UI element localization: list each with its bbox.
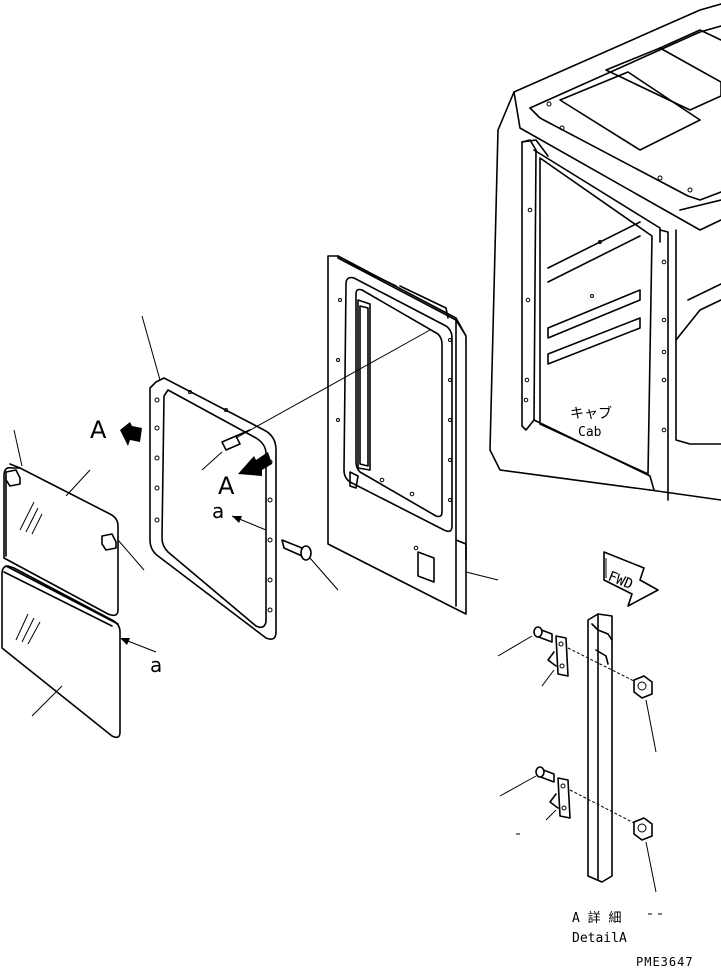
arrow-a-label-2: a bbox=[150, 653, 162, 677]
detail-a-rail bbox=[587, 613, 613, 883]
door-panel bbox=[327, 255, 467, 615]
pin-leader-line bbox=[309, 557, 339, 591]
view-a-label-top: A bbox=[90, 416, 107, 444]
drawing-code: PME3647 bbox=[636, 955, 694, 969]
door-leader-line bbox=[465, 571, 499, 581]
view-arrow-icon-2 bbox=[238, 452, 272, 476]
detail-a-label-jp: A 詳 細 bbox=[572, 910, 621, 926]
lower-hinge-plate bbox=[549, 777, 571, 819]
view-arrow-icon-1 bbox=[120, 422, 142, 446]
upper-plate-leader bbox=[541, 669, 555, 687]
lower-nut-leader bbox=[645, 841, 657, 893]
lower-dash-line bbox=[569, 789, 637, 825]
lower-glass-leader bbox=[31, 685, 63, 717]
upper-glass-clip-leader bbox=[13, 429, 23, 467]
lower-hinge-bolt-icon bbox=[535, 766, 555, 783]
assembly-line bbox=[235, 329, 431, 439]
arrow-a-label-1: a bbox=[212, 499, 224, 523]
lower-bolt-leader bbox=[499, 775, 537, 797]
cab-label-jp: キャブ bbox=[570, 405, 612, 422]
upper-glass-pane bbox=[3, 463, 119, 617]
upper-nut-leader bbox=[645, 699, 657, 753]
upper-nut-icon bbox=[633, 675, 653, 699]
upper-bolt-leader bbox=[497, 635, 533, 657]
pin-icon bbox=[281, 539, 312, 561]
view-a-label-mid: A bbox=[218, 472, 235, 500]
lower-plate-leader bbox=[545, 809, 557, 821]
upper-dash-line bbox=[567, 647, 637, 683]
fwd-label: FWD bbox=[606, 569, 635, 593]
cab-body bbox=[489, 3, 721, 501]
upper-hinge-bolt-icon bbox=[533, 626, 553, 643]
frame-leader-line bbox=[141, 315, 161, 381]
lower-nut-icon bbox=[633, 817, 653, 841]
detail-a-label-en: DetailA bbox=[572, 931, 627, 946]
upper-clip-leader bbox=[117, 539, 145, 571]
arrow-a-icon-2 bbox=[119, 637, 157, 653]
upper-glass-leader bbox=[65, 469, 91, 497]
fwd-arrow-icon bbox=[603, 551, 659, 607]
upper-hinge-plate bbox=[547, 635, 569, 677]
screw-leader-line bbox=[201, 451, 223, 471]
lower-glass-pane bbox=[1, 565, 121, 739]
arrow-a-icon-1 bbox=[231, 515, 267, 531]
cab-label-en: Cab bbox=[578, 425, 602, 440]
